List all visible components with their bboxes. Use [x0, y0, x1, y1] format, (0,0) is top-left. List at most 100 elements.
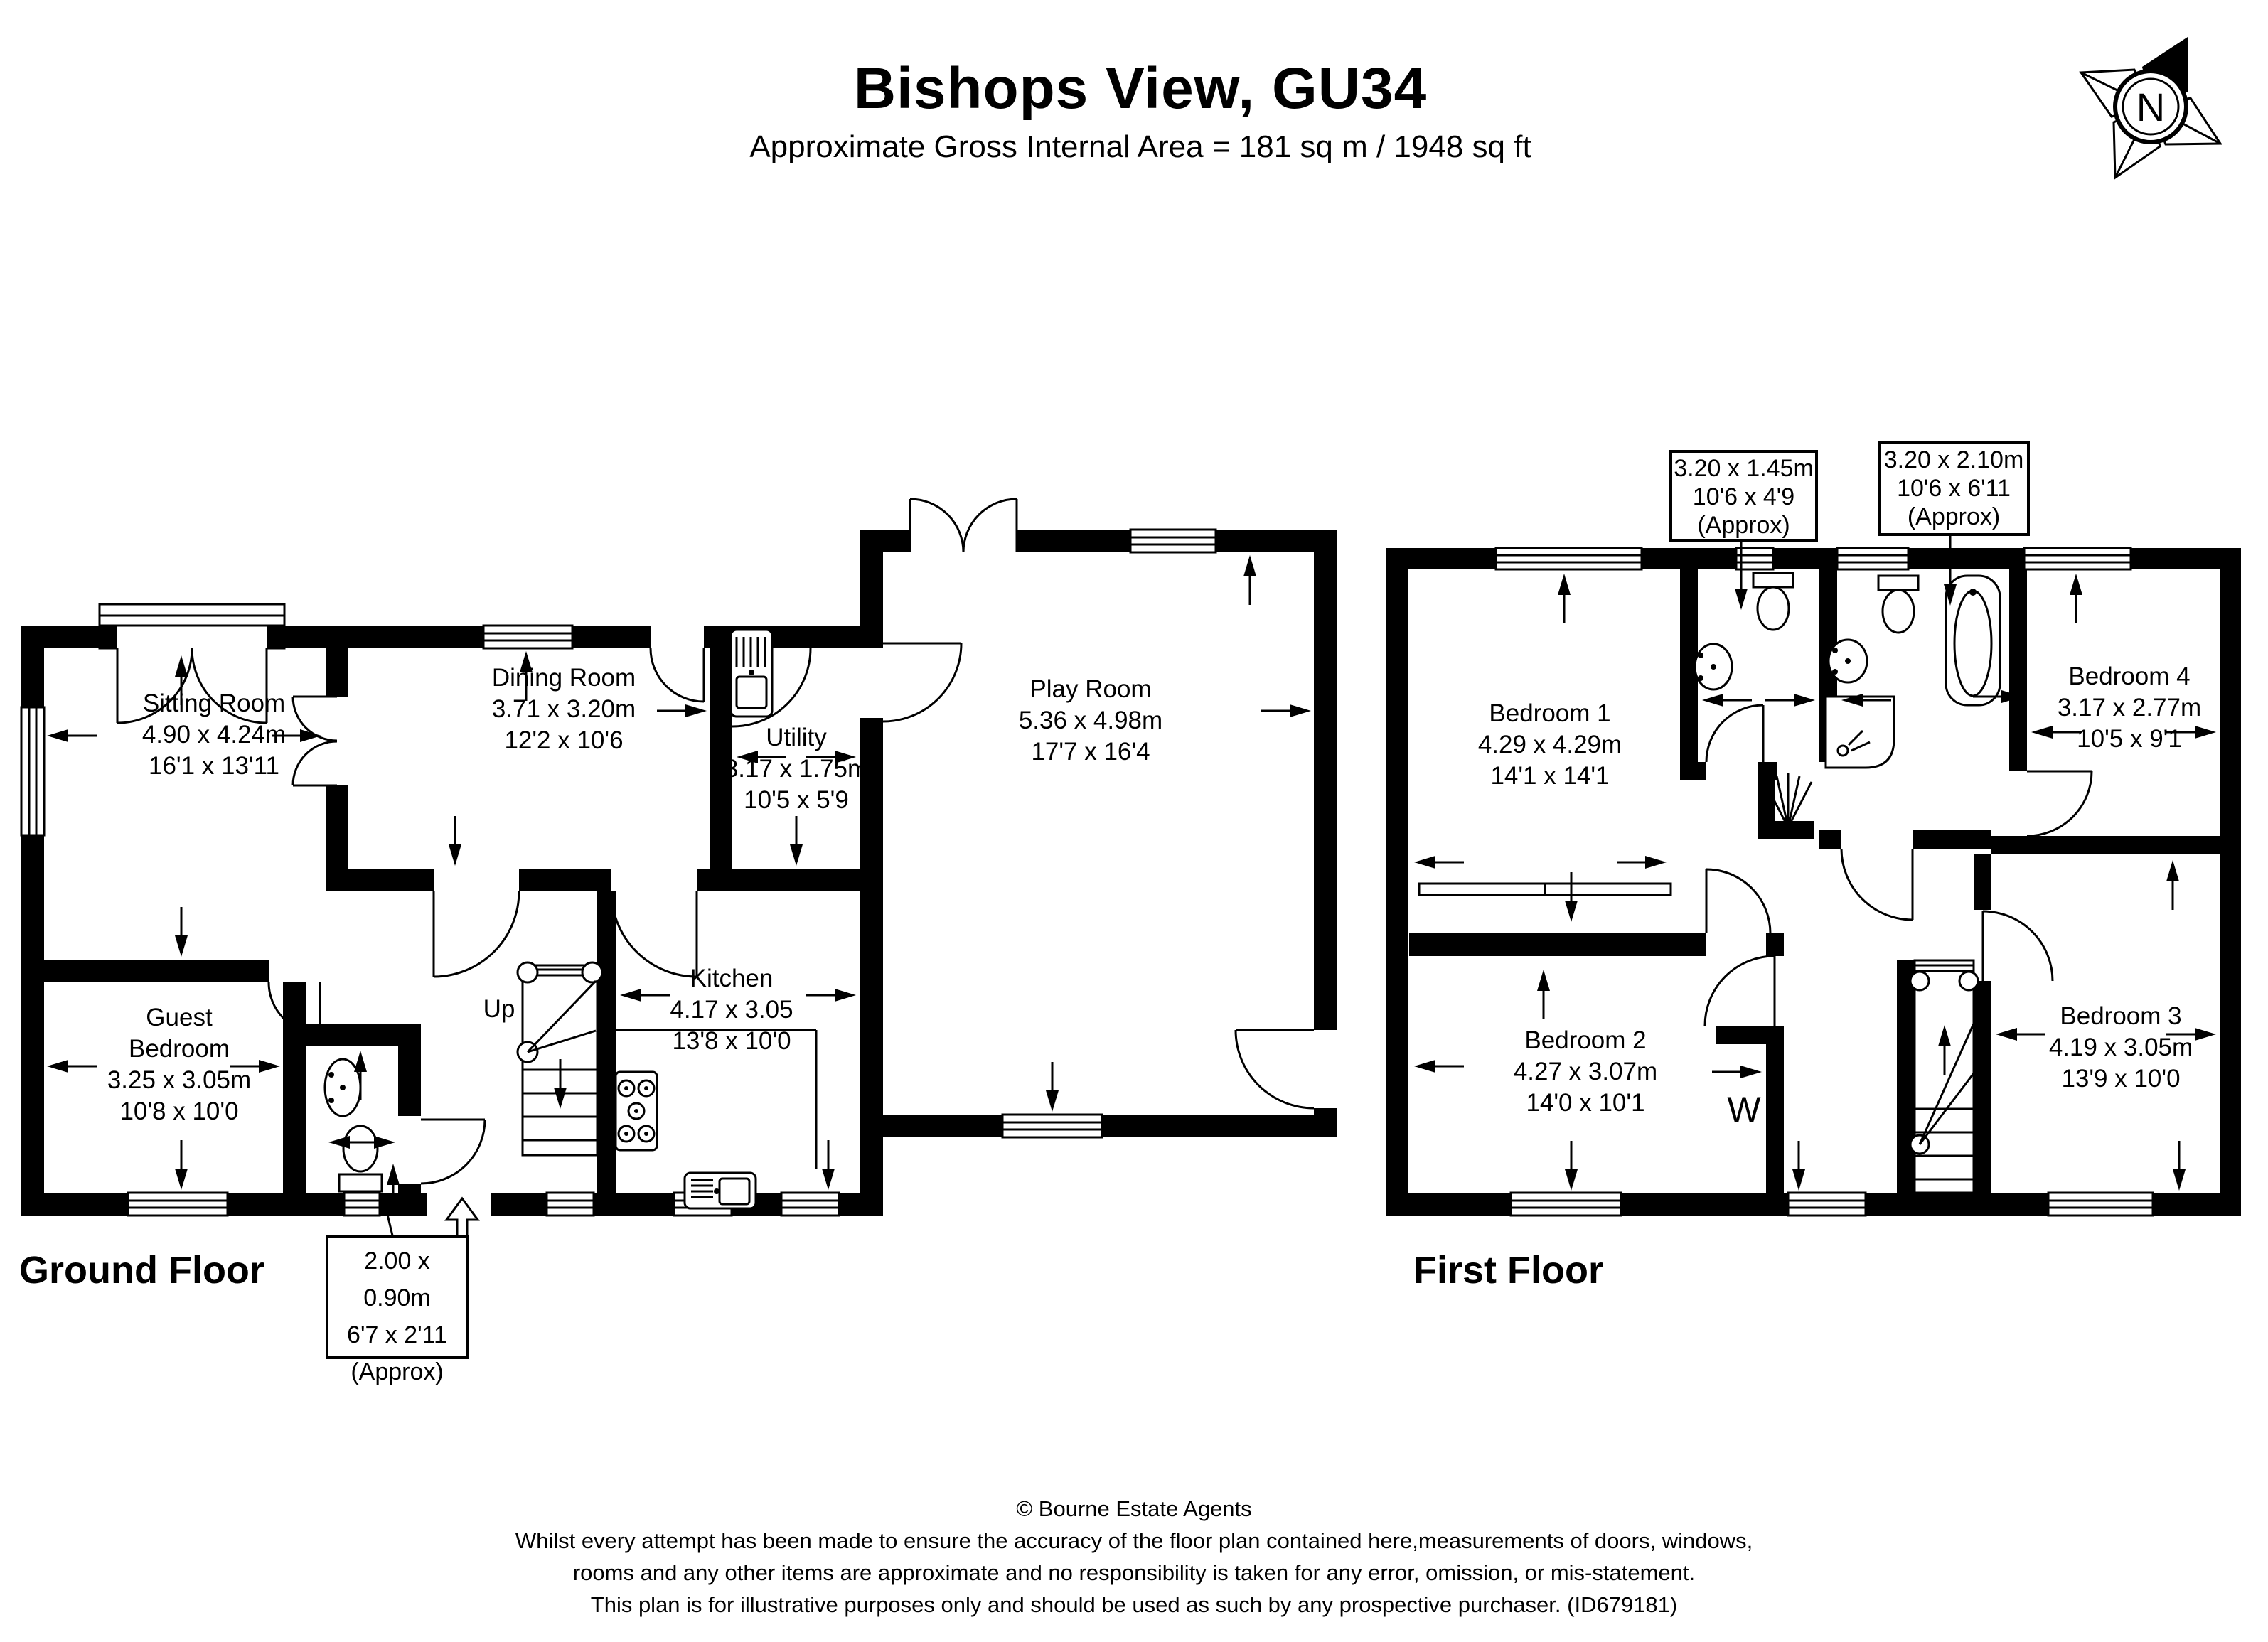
bathroom-fixtures — [1824, 574, 2001, 769]
bay-window — [98, 603, 286, 650]
dimension-arrow — [230, 1060, 280, 1073]
toilet — [338, 1125, 383, 1193]
dimension-arrow — [2166, 726, 2216, 739]
dimension-arrow — [175, 907, 188, 957]
bedroom1-wardrobe-strip — [1418, 882, 1672, 896]
ground-floor-title: Ground Floor — [19, 1249, 264, 1292]
dimension-arrow — [1414, 856, 1464, 869]
basin — [1827, 638, 1868, 684]
utility-sink — [729, 628, 774, 718]
basin — [1694, 643, 1733, 691]
toilet — [1877, 574, 1920, 634]
dimension-arrow — [1938, 1025, 1951, 1075]
dimension-arrow — [1537, 970, 1550, 1019]
shower-tray — [1824, 695, 1895, 769]
dimension-arrow — [2070, 574, 2082, 623]
window — [1787, 1191, 1867, 1217]
airing-cupboard-icon — [1763, 773, 1813, 831]
hob — [614, 1070, 658, 1152]
dimension-arrow — [1565, 872, 1578, 922]
dimension-arrow — [737, 751, 786, 763]
ground-floor-doors — [116, 498, 1315, 1185]
dimension-arrow — [346, 1136, 395, 1149]
ground-floor-walls — [21, 530, 1337, 1216]
dimension-arrow — [354, 1051, 367, 1100]
window — [1735, 547, 1775, 571]
dimension-arrow — [1046, 1062, 1059, 1112]
bathroom-callout: 3.20 x 2.10m 10'6 x 6'11 (Approx) — [1878, 441, 2030, 536]
dimension-arrow — [806, 989, 856, 1002]
dimension-arrow — [2031, 726, 2081, 739]
first-floor-plan — [1386, 547, 2241, 1217]
dimension-arrow — [1841, 694, 1891, 707]
room-label-bedroom1: Bedroom 1 4.29 x 4.29m 14'1 x 14'1 — [1477, 699, 1622, 790]
compass-north-icon: N — [2079, 37, 2222, 180]
dimension-arrow — [47, 1060, 97, 1073]
dimension-arrow — [1617, 856, 1667, 869]
wc-fixtures — [323, 1058, 383, 1193]
window — [545, 1191, 595, 1217]
kitchen-sink — [683, 1171, 757, 1210]
dimension-arrows — [47, 555, 2216, 1213]
dimension-arrow — [1243, 555, 1256, 605]
dimension-arrow — [554, 1059, 567, 1109]
room-label-guest: Guest Bedroom 3.25 x 3.05m 10'8 x 10'0 — [107, 1004, 252, 1125]
dimension-arrow — [175, 1140, 188, 1190]
dimension-arrow — [449, 816, 461, 866]
dimension-arrow — [1565, 1141, 1578, 1191]
room-label-bedroom2: Bedroom 2 4.27 x 3.07m 14'0 x 10'1 — [1513, 1026, 1658, 1117]
wc-dimensions-callout: 2.00 x 0.90m 6'7 x 2'11 (Approx) — [326, 1235, 469, 1385]
disclaimer-footer: © Bourne Estate Agents Whilst every atte… — [515, 1493, 1753, 1621]
window — [2023, 547, 2132, 571]
dimension-arrow — [1558, 574, 1571, 623]
french-doors — [909, 498, 1018, 553]
bathtub — [1945, 574, 2001, 707]
dimension-arrow — [175, 655, 188, 705]
dimension-arrow — [47, 729, 97, 742]
first-floor-title: First Floor — [1413, 1249, 1603, 1292]
window — [127, 1191, 229, 1217]
room-label-sitting: Sitting Room 4.90 x 4.24m 16'1 x 13'11 — [141, 689, 287, 780]
window — [1001, 1113, 1103, 1139]
window — [2047, 1191, 2154, 1217]
dimension-arrow — [2173, 1141, 2186, 1191]
room-label-bedroom3: Bedroom 3 4.19 x 3.05m 13'9 x 10'0 — [2048, 1002, 2193, 1093]
first-floor-walls — [1386, 548, 2241, 1216]
dimension-arrow — [1702, 694, 1752, 707]
dimension-arrow — [2166, 860, 2179, 910]
first-floor-stairs — [1909, 959, 1979, 1194]
dimension-arrow — [387, 1164, 400, 1213]
dimension-arrow — [1712, 1066, 1762, 1078]
kitchen-fixtures — [614, 1029, 818, 1210]
first-floor-windows — [1494, 547, 2154, 1217]
stairs-up-label: Up — [483, 995, 515, 1023]
window — [1509, 1191, 1622, 1217]
ground-floor-windows — [20, 528, 1217, 1217]
window — [20, 706, 46, 837]
dimension-arrow — [272, 729, 321, 742]
dimension-arrow — [806, 751, 856, 763]
ground-floor-stairs — [516, 961, 604, 1157]
window — [780, 1191, 840, 1217]
window — [482, 624, 574, 650]
dimension-arrow — [822, 1140, 835, 1190]
dimension-arrow — [1261, 704, 1311, 717]
ground-floor-plan — [20, 498, 1337, 1244]
room-label-bedroom4: Bedroom 4 3.17 x 2.77m 10'5 x 9'1 — [2057, 662, 2202, 753]
dimension-arrow — [1735, 560, 1748, 610]
window — [1494, 547, 1643, 571]
room-label-utility: Utility 3.17 x 1.75m 10'5 x 5'9 — [724, 724, 869, 814]
first-floor-doors — [1703, 704, 2093, 1026]
compass-north-label: N — [2136, 85, 2165, 129]
dimension-arrow — [1792, 1141, 1805, 1191]
copyright-line: © Bourne Estate Agents — [1016, 1496, 1252, 1521]
dimension-arrow — [2166, 1028, 2216, 1041]
dimension-arrow — [1765, 694, 1815, 707]
dimension-arrow — [1944, 556, 1957, 606]
shower-room-fixtures — [1694, 572, 1794, 691]
dimension-arrow — [1414, 1060, 1464, 1073]
dimension-arrow — [520, 651, 533, 701]
dimension-arrow — [657, 704, 707, 717]
